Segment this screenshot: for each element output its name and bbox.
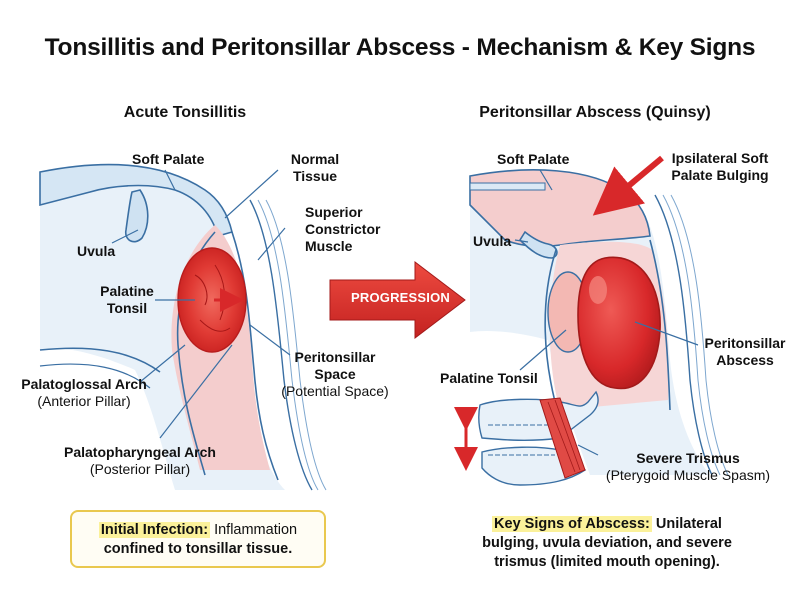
- left-heading: Acute Tonsillitis: [123, 104, 247, 121]
- label-superior-line-3: Muscle: [305, 238, 353, 254]
- label-palatoglossal-line-2: (Anterior Pillar): [37, 393, 131, 409]
- label-palatoglossal-arch: Palatoglossal Arch (Anterior Pillar): [14, 376, 154, 410]
- label-trismus-line-2: (Pterygoid Muscle Spasm): [605, 467, 771, 483]
- label-peritonsillar-line-3: (Potential Space): [281, 383, 389, 399]
- label-severe-trismus: Severe Trismus (Pterygoid Muscle Spasm): [593, 450, 783, 484]
- label-superior-line-1: Superior: [305, 204, 363, 220]
- initial-infection-box: Initial Infection: Inflammation confined…: [70, 510, 326, 568]
- page-title: Tonsillitis and Peritonsillar Abscess - …: [44, 34, 756, 61]
- label-palatopharyngeal-line-1: Palatopharyngeal Arch: [64, 444, 216, 460]
- right-heading: Peritonsillar Abscess (Quinsy): [479, 104, 711, 121]
- label-superior-line-2: Constrictor: [305, 221, 381, 237]
- label-palatine-tonsil-left: Palatine Tonsil: [87, 283, 167, 317]
- initial-infection-line-1: Initial Infection: Inflammation: [72, 521, 324, 540]
- key-signs-line-3: trismus (limited mouth opening).: [494, 554, 720, 570]
- label-trismus-line-1: Severe Trismus: [636, 450, 740, 466]
- key-signs-line-1: Key Signs of Abscess: Unilateral: [452, 515, 762, 534]
- label-palatine-tonsil-right: Palatine Tonsil: [440, 370, 538, 386]
- label-abscess-line-1: Peritonsillar: [704, 335, 786, 351]
- label-peritonsillar-line-1: Peritonsillar: [294, 349, 376, 365]
- trismus-jaw-sketch: [454, 390, 599, 486]
- progression-label: PROGRESSION: [351, 290, 450, 305]
- label-abscess-line-2: Abscess: [716, 352, 774, 368]
- label-peritonsillar-space: Peritonsillar Space (Potential Space): [270, 349, 400, 400]
- key-signs-line-2: bulging, uvula deviation, and severe: [482, 535, 732, 551]
- label-bulging-line-1: Ipsilateral Soft: [671, 150, 769, 166]
- label-bulging-line-2: Palate Bulging: [671, 167, 769, 183]
- label-peritonsillar-abscess: Peritonsillar Abscess: [695, 335, 795, 369]
- label-normal-line-2: Tissue: [292, 168, 338, 184]
- label-normal-line-1: Normal: [290, 151, 340, 167]
- label-palate-bulging: Ipsilateral Soft Palate Bulging: [660, 150, 780, 184]
- label-peritonsillar-line-2: Space: [314, 366, 356, 382]
- key-signs-highlight: Key Signs of Abscess:: [492, 516, 652, 532]
- label-normal-tissue: Normal Tissue: [280, 151, 350, 185]
- label-palatine-line-1: Palatine: [100, 283, 154, 299]
- initial-infection-highlight: Initial Infection:: [98, 522, 211, 538]
- progression-arrow: [329, 260, 466, 340]
- label-superior-constrictor: Superior Constrictor Muscle: [305, 204, 380, 255]
- label-palatine-line-2: Tonsil: [106, 300, 148, 316]
- label-palatoglossal-line-1: Palatoglossal Arch: [21, 376, 147, 392]
- label-palatopharyngeal-arch: Palatopharyngeal Arch (Posterior Pillar): [55, 444, 225, 478]
- initial-infection-text-1: Inflammation: [210, 522, 298, 538]
- label-uvula-left: Uvula: [77, 243, 116, 259]
- label-soft-palate-left: Soft Palate: [132, 151, 205, 167]
- label-palatopharyngeal-line-2: (Posterior Pillar): [89, 461, 191, 477]
- key-signs-text: Key Signs of Abscess: Unilateral bulging…: [452, 515, 762, 572]
- label-uvula-right: Uvula: [473, 233, 512, 249]
- right-anatomy: [469, 155, 729, 476]
- label-soft-palate-right: Soft Palate: [497, 151, 570, 167]
- left-anatomy: [39, 163, 327, 491]
- key-signs-text-1: Unilateral: [651, 516, 722, 532]
- initial-infection-line-2: confined to tonsillar tissue.: [103, 541, 293, 557]
